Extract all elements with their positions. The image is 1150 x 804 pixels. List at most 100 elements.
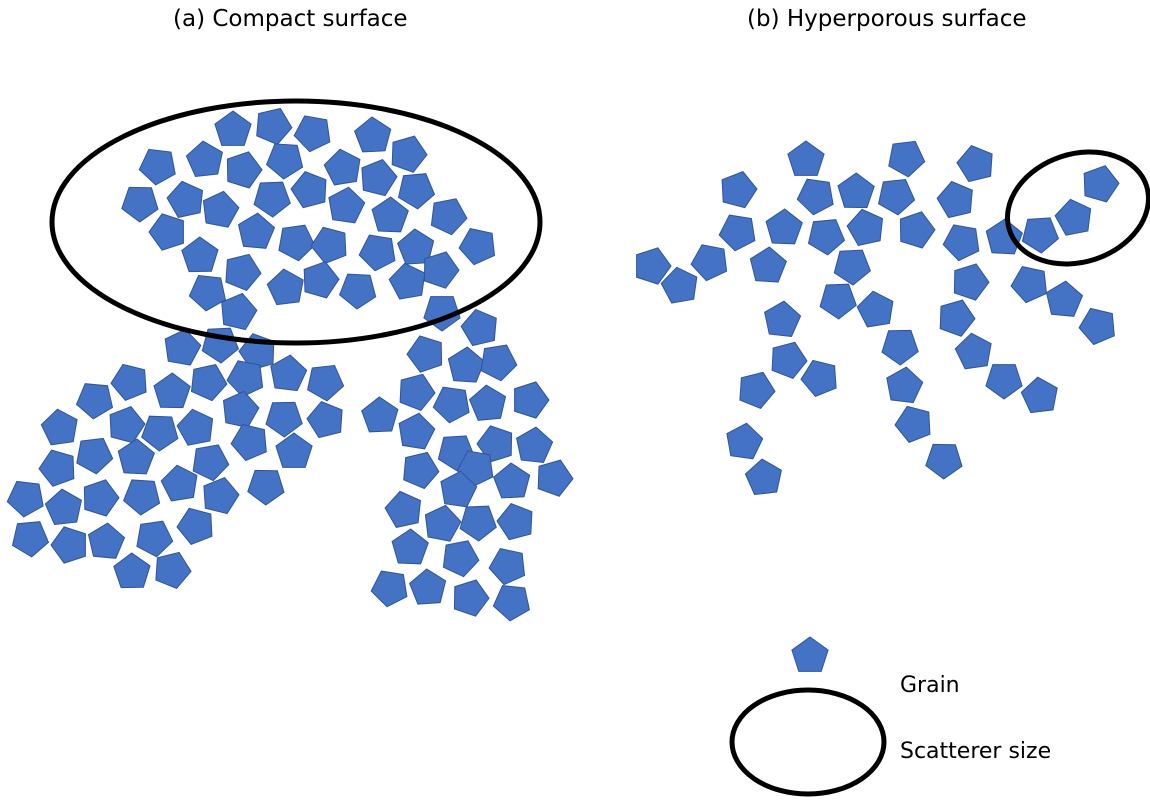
grain xyxy=(11,521,50,558)
grain xyxy=(1078,307,1115,346)
grain xyxy=(514,381,550,419)
grain xyxy=(1054,198,1092,236)
grain xyxy=(166,180,204,218)
grain xyxy=(886,366,924,404)
grain xyxy=(409,568,447,605)
grain xyxy=(225,253,262,291)
hyperporous-scatterer-ellipse xyxy=(1005,149,1150,267)
grain xyxy=(985,364,1023,400)
legend-grain-symbol xyxy=(791,636,829,672)
panel-b-title: (b) Hyperporous surface xyxy=(747,6,1027,32)
grain xyxy=(856,290,894,328)
grain xyxy=(739,371,776,409)
grain xyxy=(718,214,756,252)
grain xyxy=(384,490,422,528)
grain xyxy=(480,344,518,382)
grain xyxy=(185,140,223,178)
grain xyxy=(155,551,192,589)
grain xyxy=(361,396,399,433)
grain xyxy=(397,173,436,210)
grain xyxy=(176,507,213,545)
grain xyxy=(488,548,526,586)
grain xyxy=(75,383,114,420)
grain xyxy=(278,224,316,262)
grain xyxy=(837,172,875,209)
grain xyxy=(87,522,126,559)
grain xyxy=(690,244,728,282)
legend-grain-label: Grain xyxy=(900,673,960,698)
grain xyxy=(371,196,409,233)
grain xyxy=(76,437,114,475)
grain xyxy=(796,178,834,216)
grain xyxy=(83,479,120,517)
compact-scatterer-ellipse xyxy=(49,98,543,346)
grain xyxy=(44,488,82,526)
grain xyxy=(807,219,846,256)
grain xyxy=(164,328,202,366)
grain xyxy=(537,459,574,497)
grain xyxy=(141,415,179,452)
compact-surface-grains xyxy=(6,107,574,622)
grain xyxy=(771,341,808,379)
grain xyxy=(423,251,460,289)
scatterer-ellipses xyxy=(49,98,1150,346)
grain xyxy=(230,423,267,462)
grain xyxy=(1021,217,1059,254)
grain xyxy=(721,171,758,209)
grain xyxy=(403,451,440,490)
grain xyxy=(744,458,782,496)
grain xyxy=(899,211,936,249)
grain xyxy=(936,180,973,219)
grain xyxy=(942,224,980,262)
grain xyxy=(270,354,308,392)
grain xyxy=(953,263,990,301)
grain xyxy=(1083,165,1120,203)
grain xyxy=(954,332,992,370)
grain xyxy=(1010,266,1048,304)
grain xyxy=(153,372,191,409)
grain xyxy=(819,283,857,320)
grain xyxy=(358,234,396,272)
grain xyxy=(894,405,931,443)
grain xyxy=(148,213,184,251)
grain xyxy=(307,364,345,402)
grain xyxy=(310,226,347,264)
grain xyxy=(354,116,392,153)
grain xyxy=(430,198,468,236)
grain xyxy=(361,159,398,197)
grain xyxy=(1020,376,1058,414)
grain xyxy=(221,292,258,331)
grain xyxy=(800,359,837,397)
grain xyxy=(878,178,916,216)
grain xyxy=(176,408,214,446)
grain xyxy=(226,360,264,398)
grain xyxy=(925,443,963,480)
grain xyxy=(110,363,147,401)
grain xyxy=(323,148,361,186)
grain xyxy=(266,143,304,180)
grain xyxy=(190,364,228,402)
hyperporous-surface-grains xyxy=(636,140,1120,496)
grain xyxy=(460,308,497,347)
grain xyxy=(138,148,176,186)
grain xyxy=(339,273,377,310)
grain xyxy=(306,401,343,439)
grain xyxy=(202,190,240,228)
grain xyxy=(493,462,531,499)
legend-scatterer-label: Scatterer size xyxy=(900,739,1052,764)
grain xyxy=(453,579,490,617)
grain xyxy=(458,228,496,266)
grain xyxy=(40,408,78,446)
grain xyxy=(293,115,331,153)
grain xyxy=(985,218,1023,255)
grain xyxy=(399,373,436,411)
grain xyxy=(939,299,976,337)
grain xyxy=(237,212,276,249)
grain xyxy=(253,181,291,218)
grain xyxy=(113,552,151,589)
grain xyxy=(123,479,161,516)
grain xyxy=(6,480,44,518)
grain xyxy=(50,526,86,564)
grain xyxy=(442,540,480,578)
grain xyxy=(136,520,174,558)
